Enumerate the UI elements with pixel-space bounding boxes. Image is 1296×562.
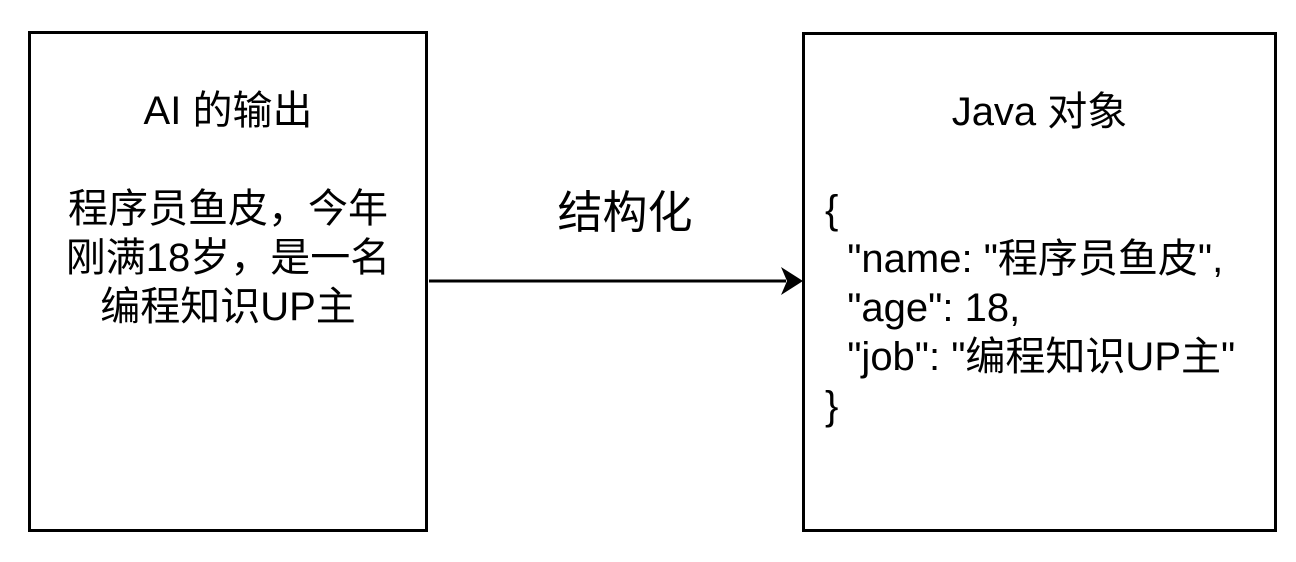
java-object-box: Java 对象 { "name: "程序员鱼皮", "age": 18, "jo…	[802, 32, 1277, 532]
java-object-code: { "name: "程序员鱼皮", "age": 18, "job": "编程知…	[825, 188, 1236, 428]
ai-output-text: 程序员鱼皮，今年 刚满18岁，是一名 编程知识UP主	[65, 187, 391, 329]
ai-output-title: AI 的输出	[143, 89, 313, 133]
java-object-title: Java 对象	[951, 90, 1128, 134]
arrow-head-icon	[781, 267, 803, 295]
ai-output-box: AI 的输出 程序员鱼皮，今年 刚满18岁，是一名 编程知识UP主	[28, 31, 428, 532]
arrow-label: 结构化	[557, 187, 693, 238]
